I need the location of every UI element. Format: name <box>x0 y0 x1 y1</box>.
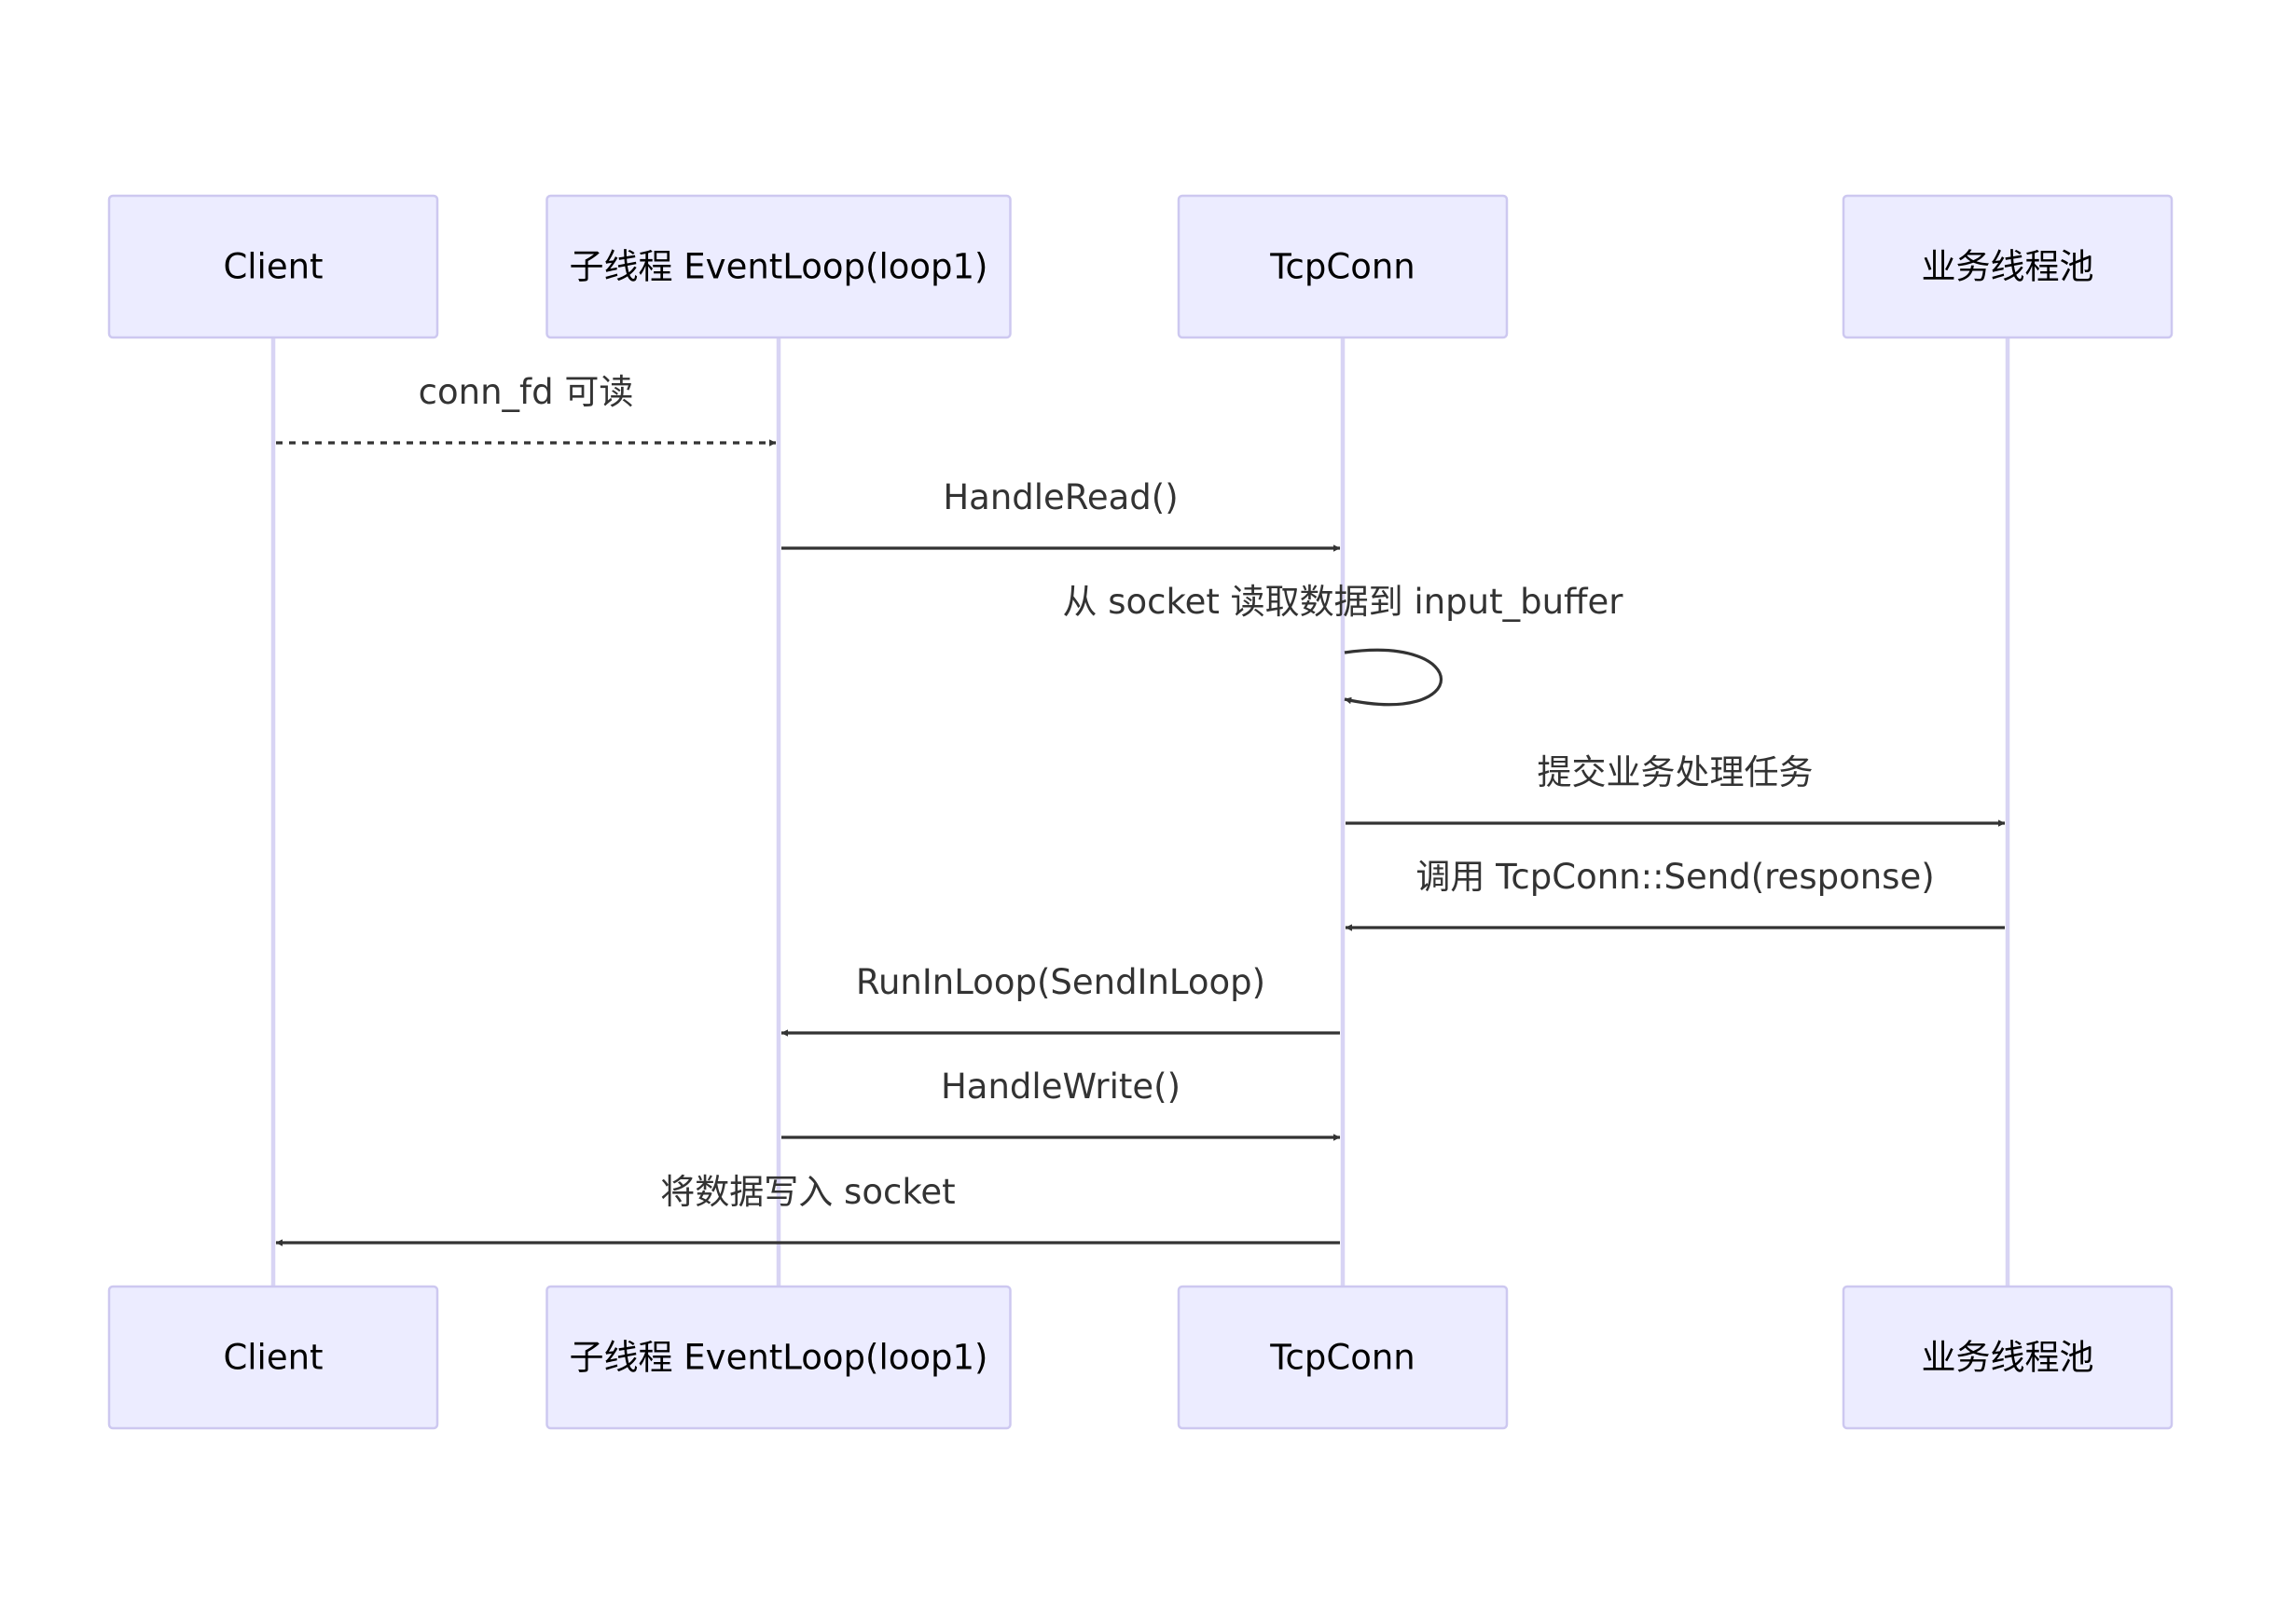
message-label: HandleWrite() <box>941 1067 1180 1107</box>
participant-box <box>545 194 1012 339</box>
participant-box <box>545 1285 1012 1430</box>
message-8: 将数据写入 socket <box>275 1172 1340 1246</box>
participant-label: Client <box>223 247 323 287</box>
participant-box <box>1842 194 2174 339</box>
message-3: 从 socket 读取数据到 input_buffer <box>1063 582 1624 707</box>
message-arrow <box>1344 648 1443 707</box>
participant-conn-bottom: TcpConn <box>1177 1285 1509 1430</box>
participant-client-top: Client <box>107 194 439 339</box>
participant-pool-bottom: 业务线程池 <box>1842 1285 2174 1430</box>
message-label: HandleRead() <box>943 477 1178 517</box>
message-label: 将数据写入 socket <box>660 1172 955 1212</box>
participant-box <box>107 194 439 339</box>
message-5: 调用 TcpConn::Send(response) <box>1345 857 2005 931</box>
participant-label: TcpConn <box>1269 247 1415 287</box>
participant-box <box>1177 194 1509 339</box>
message-label: 提交业务处理任务 <box>1538 752 1814 792</box>
message-6: RunInLoop(SendInLoop) <box>780 962 1340 1037</box>
participant-label: 子线程 EventLoop(loop1) <box>570 1338 988 1378</box>
participant-pool-top: 业务线程池 <box>1842 194 2174 339</box>
participant-client-bottom: Client <box>107 1285 439 1430</box>
message-label: 调用 TcpConn::Send(response) <box>1415 857 1934 897</box>
participant-loop-top: 子线程 EventLoop(loop1) <box>545 194 1012 339</box>
message-4: 提交业务处理任务 <box>1346 752 2006 827</box>
message-7: HandleWrite() <box>781 1067 1341 1141</box>
message-label: RunInLoop(SendInLoop) <box>856 962 1265 1002</box>
participant-label: Client <box>223 1338 323 1378</box>
message-2: HandleRead() <box>781 477 1341 552</box>
message-label: conn_fd 可读 <box>419 372 634 412</box>
message-label: 从 socket 读取数据到 input_buffer <box>1063 582 1624 622</box>
participant-box <box>1842 1285 2174 1430</box>
participant-conn-top: TcpConn <box>1177 194 1509 339</box>
participant-label: 业务线程池 <box>1922 1338 2094 1378</box>
participant-box <box>107 1285 439 1430</box>
message-1: conn_fd 可读 <box>276 372 777 447</box>
participant-label: 业务线程池 <box>1922 247 2094 287</box>
participant-label: 子线程 EventLoop(loop1) <box>570 247 988 287</box>
participant-label: TcpConn <box>1269 1338 1415 1378</box>
participant-box <box>1177 1285 1509 1430</box>
participant-loop-bottom: 子线程 EventLoop(loop1) <box>545 1285 1012 1430</box>
